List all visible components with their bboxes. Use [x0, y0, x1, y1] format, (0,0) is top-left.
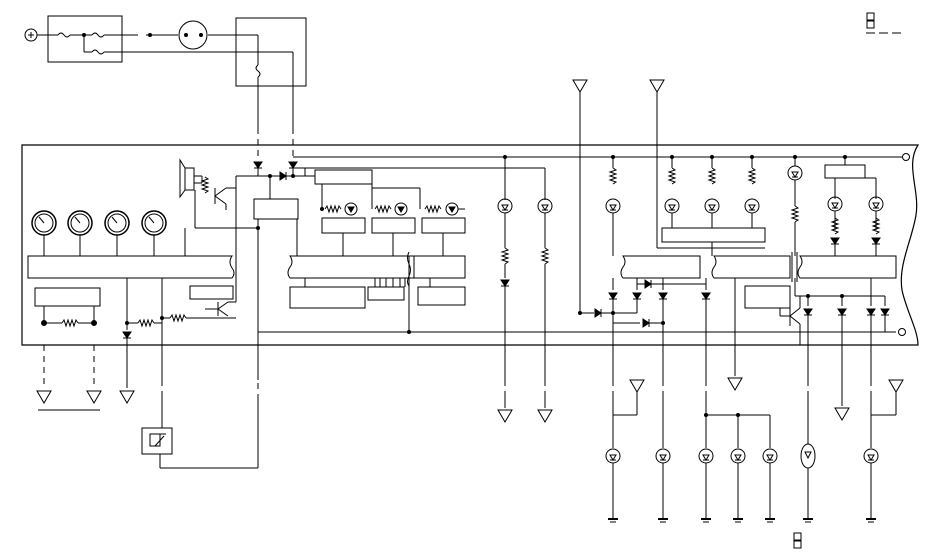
illumination-bulb-2 [537, 198, 553, 214]
chassis-ground-7 [865, 518, 877, 523]
feed-diode-right [288, 161, 298, 169]
center-connector-split [408, 252, 415, 286]
ground-left-1 [36, 390, 52, 404]
center-connector-strip [288, 256, 465, 278]
right-transistor-column [787, 156, 803, 257]
battery-plus-terminal [25, 29, 37, 41]
right-connector-strip-2 [712, 256, 790, 278]
right-signal-inputs [580, 92, 765, 313]
right-top-driver-leads [827, 156, 884, 257]
sensor-ground-2 [727, 377, 743, 391]
right-connector-splits [792, 252, 797, 282]
right-connector-strip-1 [621, 256, 700, 278]
top-power-bus [236, 154, 910, 201]
ignition-switch [179, 21, 207, 49]
sensor-to-ground-wires [613, 463, 871, 518]
chassis-ground-3 [700, 518, 712, 523]
mid-driver-leads [297, 219, 443, 256]
diode-logic-network [579, 278, 736, 345]
ground-left-3 [119, 390, 135, 404]
center-regulator-box [254, 199, 298, 219]
bottom-module-box-1 [290, 287, 365, 308]
right-top-driver-box [825, 165, 865, 178]
right-exit-wires [613, 345, 896, 448]
fuse-box-internals [48, 33, 122, 54]
relay-fuse-internals [236, 35, 293, 86]
gauge-2 [67, 210, 93, 236]
center-bottom-leads [305, 278, 430, 334]
fuse-box [48, 16, 122, 62]
antenna-input-2 [649, 79, 665, 93]
sensor-ground-4 [888, 379, 904, 393]
sensor-ground-1 [629, 379, 645, 393]
right-output-diodes [780, 278, 890, 345]
warning-switch-3 [698, 448, 714, 464]
feed-diode-left [253, 161, 263, 169]
buzzer-driver-transistor [195, 176, 258, 228]
right-connector-strip-3 [798, 256, 896, 278]
mid-driver-box-2 [372, 218, 415, 233]
speaker-buzzer [180, 160, 202, 197]
gauge-leads [44, 228, 185, 256]
left-module-box [35, 288, 100, 306]
board-bottom-terminal [899, 329, 906, 336]
chassis-ground-2 [657, 518, 669, 523]
relay-fuse-block [236, 18, 306, 86]
warning-switch-2 [655, 448, 671, 464]
indicator-led-row [321, 184, 466, 216]
ground-illum-2 [537, 409, 553, 423]
sensor-ground-3 [834, 407, 850, 421]
chassis-ground-6 [802, 518, 814, 523]
right-lower-module-box [745, 286, 790, 308]
left-aux-box [190, 286, 233, 299]
left-bottom-wiring [42, 278, 237, 345]
mid-driver-box-1 [322, 218, 365, 233]
bottom-legend-mark [794, 533, 801, 548]
feed-wires-into-board [258, 86, 293, 160]
warning-switch-5 [762, 448, 778, 464]
fuel-level-sender [142, 345, 258, 468]
cluster-board-outline [22, 145, 918, 345]
left-connector-strip [28, 256, 234, 278]
illumination-bulb-1 [497, 198, 513, 214]
left-aux-transistor [205, 200, 236, 316]
ground-illum-1 [497, 409, 513, 423]
ground-left-2 [86, 390, 102, 404]
gauge-4 [141, 210, 167, 236]
top-indicator-driver-box [315, 170, 372, 184]
chassis-ground-1 [607, 518, 619, 523]
ignition-feed-wire [122, 34, 178, 37]
bottom-module-box-2 [368, 287, 404, 300]
chassis-ground-4 [732, 518, 744, 523]
sensor-oval [800, 443, 816, 469]
warning-switch-6 [863, 448, 879, 464]
antenna-input-1 [572, 79, 588, 93]
gauge-3 [104, 210, 130, 236]
warning-driver-box [662, 228, 765, 242]
legend-mark [866, 13, 901, 33]
warning-switch-4 [730, 448, 746, 464]
left-exit-wires [44, 345, 162, 428]
warning-lamp-column [605, 156, 760, 257]
chassis-ground-5 [764, 518, 776, 523]
bottom-module-box-3 [418, 287, 465, 305]
mid-driver-box-3 [422, 218, 465, 233]
warning-switch-1 [605, 448, 621, 464]
gauge-1 [31, 210, 57, 236]
illumination-leads [500, 213, 549, 408]
